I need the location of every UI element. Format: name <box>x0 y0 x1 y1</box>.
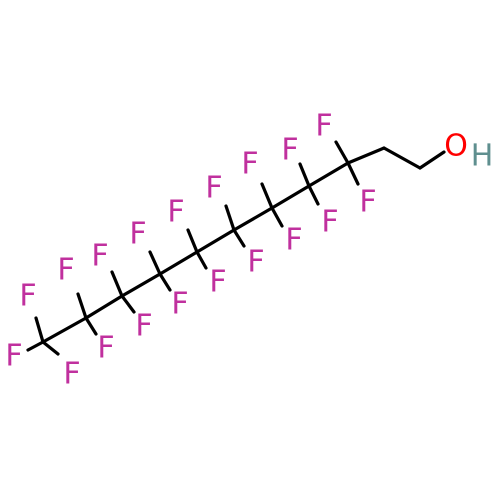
fluorine-atom-label: F <box>205 171 222 206</box>
carbon-fluorine-bond <box>110 270 124 298</box>
backbone-bond <box>195 228 236 254</box>
fluorine-atom-label: F <box>247 245 264 280</box>
carbon-fluorine-bond <box>307 184 320 206</box>
carbon-fluorine-bond <box>34 316 45 344</box>
backbone-bond <box>158 250 199 276</box>
fluorine-atom-label: F <box>19 279 36 314</box>
carbon-fluorine-bond <box>232 228 246 248</box>
backbone-bond <box>41 316 88 344</box>
fluorine-atom-label: F <box>171 287 188 322</box>
carbon-fluorine-bond <box>120 294 136 314</box>
fluorine-atom-label: F <box>129 217 146 252</box>
backbone-bond <box>270 184 311 210</box>
fluorine-atom-label: F <box>135 309 152 344</box>
fluorine-atom-label: F <box>63 357 80 392</box>
carbon-fluorine-bond <box>148 250 162 276</box>
fluorine-atom-label: F <box>321 205 338 240</box>
carbon-fluorine-bond <box>224 204 236 232</box>
fluorine-atom-label: F <box>359 185 376 220</box>
carbon-fluorine-bond <box>334 140 350 165</box>
hydrogen-atom-label: H <box>471 139 494 174</box>
backbone-bond <box>346 146 386 165</box>
backbone-bond <box>120 272 162 298</box>
carbon-fluorine-bond <box>76 292 88 320</box>
fluorine-atom-label: F <box>91 239 108 274</box>
carbon-fluorine-bond <box>26 340 45 352</box>
carbon-fluorine-bond <box>84 316 98 336</box>
carbon-fluorine-bond <box>298 162 311 188</box>
fluorine-atom-label: F <box>5 339 22 374</box>
fluorine-atom-label: F <box>209 265 226 300</box>
oxygen-atom-label: O <box>444 129 468 164</box>
carbon-fluorine-bond <box>186 228 199 254</box>
fluorine-atom-label: F <box>241 147 258 182</box>
fluorine-atom-label: F <box>57 253 74 288</box>
carbon-fluorine-bond <box>260 182 274 210</box>
fluorine-atom-label: F <box>167 195 184 230</box>
carbon-fluorine-bond <box>158 272 172 292</box>
fluorine-atom-label: F <box>97 331 114 366</box>
carbon-fluorine-bond <box>346 161 360 186</box>
fluorine-atom-label: F <box>281 133 298 168</box>
fluorine-atom-label: F <box>285 223 302 258</box>
backbone-bond <box>232 206 274 232</box>
carbon-fluorine-bond <box>41 340 60 356</box>
fluorine-atom-label: F <box>315 109 332 144</box>
carbon-fluorine-bond <box>195 250 208 270</box>
backbone-bond <box>84 294 124 320</box>
backbone-bond <box>307 161 350 188</box>
carbon-oxygen-bond <box>418 150 446 170</box>
carbon-fluorine-bond <box>270 206 284 228</box>
backbone-bond <box>382 146 422 170</box>
